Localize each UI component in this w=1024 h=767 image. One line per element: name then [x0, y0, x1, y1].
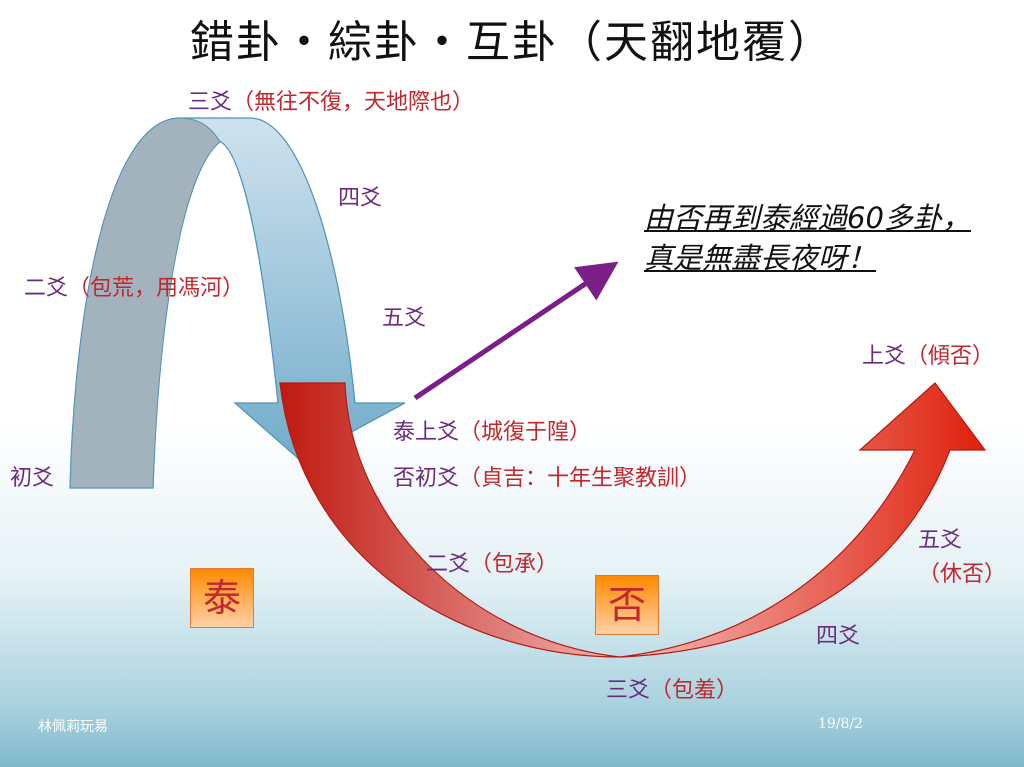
tai-yao1-label: 初爻: [10, 466, 55, 491]
note-line-1: 由否再到泰經過60多卦，: [644, 201, 971, 235]
slide-title: 錯卦・綜卦・互卦（天翻地覆）: [190, 17, 834, 68]
tai-yao4-label: 四爻: [338, 186, 383, 211]
footer-date: 19/8/2: [818, 716, 864, 732]
pi-yao3-label: 三爻（包羞）: [606, 678, 739, 703]
annotation-note: 由否再到泰經過60多卦， 真是無盡長夜呀！: [644, 198, 971, 278]
tai-yao2-label: 二爻（包荒，用馮河）: [24, 276, 245, 301]
tai-yao3-label: 三爻（無往不復，天地際也）: [188, 90, 475, 115]
pi-top-label: 上爻（傾否）: [862, 344, 995, 369]
tai-yao5-label: 五爻: [382, 306, 427, 331]
pi-yao1-label: 否初爻（貞吉：十年生聚教訓）: [393, 466, 702, 491]
tai-hexagram-box: 泰: [190, 568, 254, 628]
note-line-2: 真是無盡長夜呀！: [644, 241, 877, 275]
pi-yao4-label: 四爻: [816, 624, 861, 649]
pi-red-curved-arrow: [279, 382, 987, 658]
tai-top-label: 泰上爻（城復于隍）: [393, 420, 592, 445]
pi-yao5-text: （休否）: [918, 562, 1007, 587]
pi-yao2-label: 二爻（包承）: [426, 552, 559, 577]
tai-blue-arch-arrow: [69, 117, 406, 489]
footer-author: 林佩莉玩易: [38, 719, 108, 735]
pi-hexagram-box: 否: [595, 575, 659, 635]
pi-yao5-label: 五爻: [918, 528, 963, 553]
purple-arrow: [413, 261, 619, 401]
